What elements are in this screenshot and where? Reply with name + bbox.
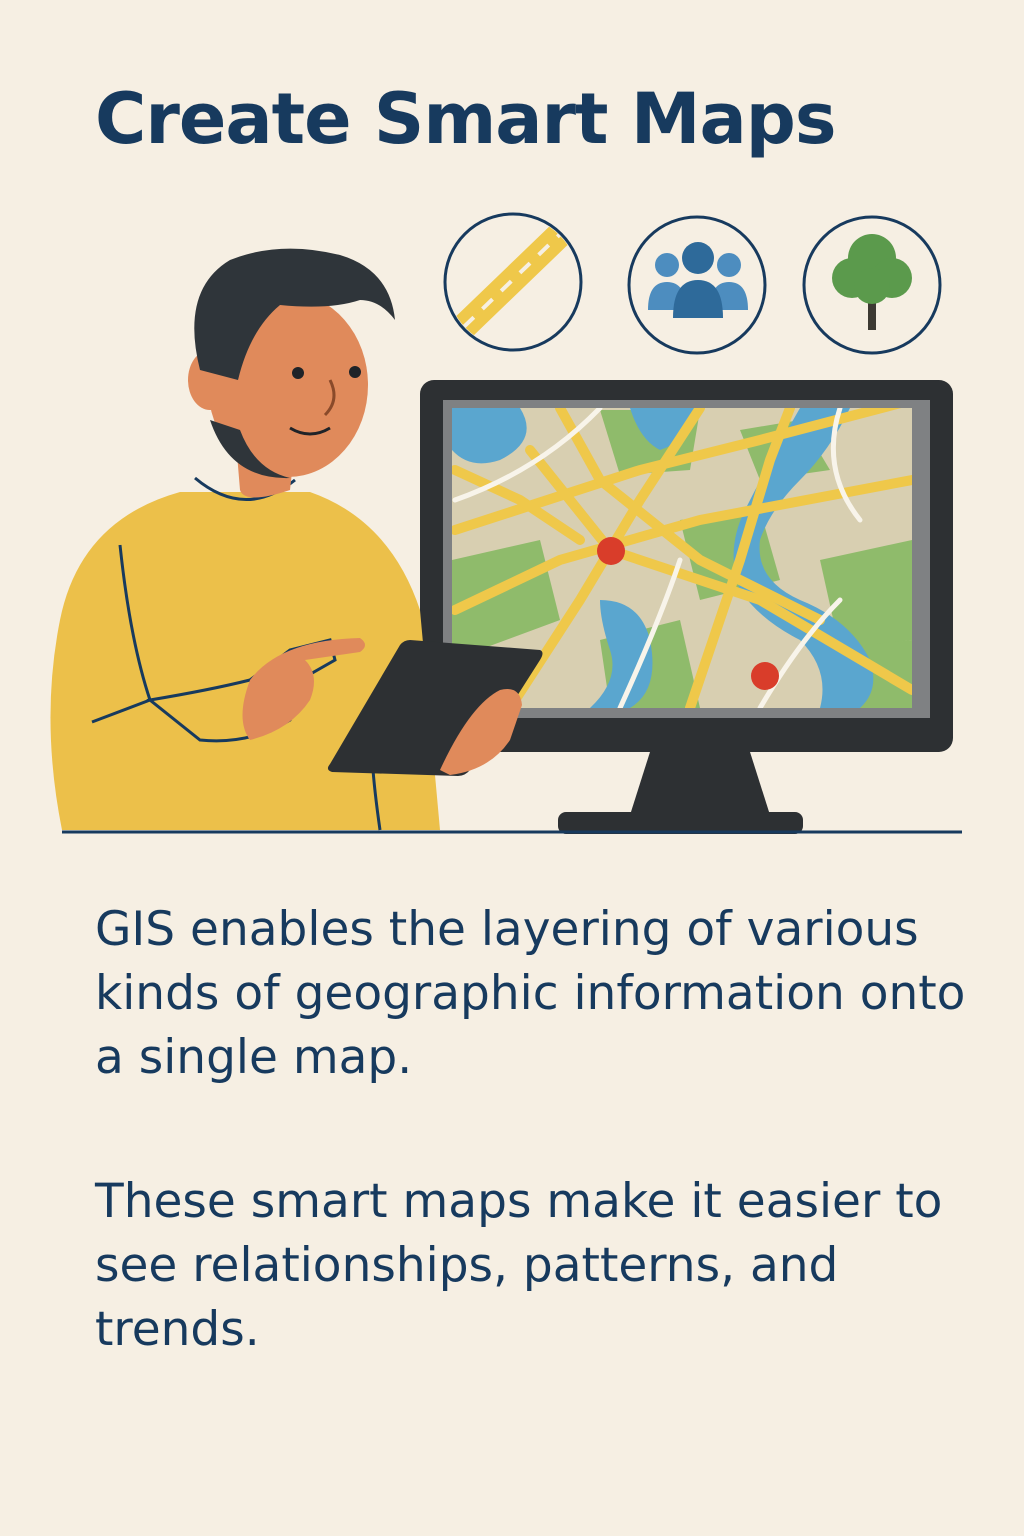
map-marker — [751, 662, 779, 690]
map-marker — [597, 537, 625, 565]
people-icon — [627, 215, 767, 355]
description-paragraph: These smart maps make it easier to see r… — [95, 1174, 943, 1357]
description-paragraph: GIS enables the layering of various kind… — [95, 902, 966, 1085]
person — [50, 248, 543, 831]
tree-icon — [802, 215, 942, 355]
page-title: Create Smart Maps — [95, 78, 837, 160]
gis-illustration — [50, 212, 962, 834]
road-icon — [443, 212, 583, 352]
